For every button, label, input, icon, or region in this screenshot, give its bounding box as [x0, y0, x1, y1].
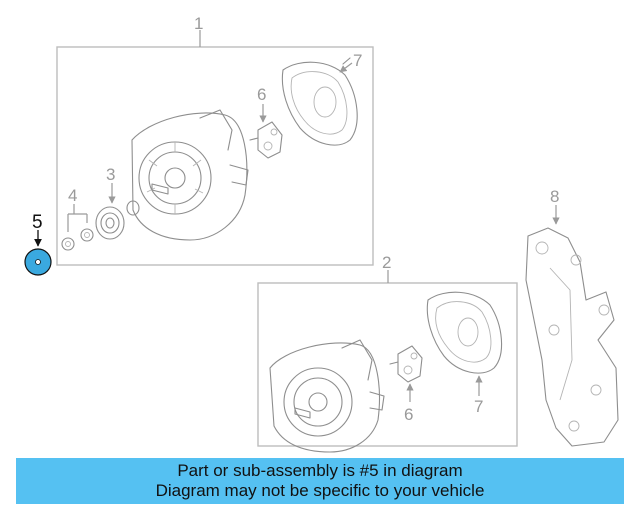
- callout-8[interactable]: 8: [550, 187, 559, 206]
- callout-7-a[interactable]: 7: [353, 51, 362, 70]
- alternator-1: [131, 109, 249, 241]
- callout-3[interactable]: 3: [106, 165, 115, 184]
- callout-2[interactable]: 2: [382, 253, 391, 272]
- callout-1[interactable]: 1: [194, 14, 203, 33]
- callout-6-a[interactable]: 6: [257, 85, 266, 104]
- nut-washer-part-4: [61, 204, 94, 251]
- highlighted-part-5[interactable]: [24, 230, 52, 276]
- info-banner: Part or sub-assembly is #5 in diagram Di…: [16, 458, 624, 504]
- callout-5[interactable]: 5: [32, 212, 43, 233]
- pulley-part-3: [95, 183, 140, 240]
- bracket-part-8: [525, 205, 619, 447]
- rear-cover-part-7-a: [281, 57, 358, 146]
- alternator-2: [269, 339, 385, 453]
- callout-6-b[interactable]: 6: [404, 405, 413, 424]
- callout-7-b[interactable]: 7: [474, 397, 483, 416]
- rear-cover-part-7-b: [426, 291, 503, 396]
- assembly-2-frame: [257, 270, 518, 447]
- regulator-part-6-b: [389, 345, 423, 402]
- banner-line-2: Diagram may not be specific to your vehi…: [155, 481, 485, 500]
- assembly-1-frame: [56, 30, 374, 266]
- regulator-part-6-a: [249, 104, 283, 159]
- banner-line-1: Part or sub-assembly is #5 in diagram: [177, 461, 463, 480]
- callout-4[interactable]: 4: [68, 186, 77, 205]
